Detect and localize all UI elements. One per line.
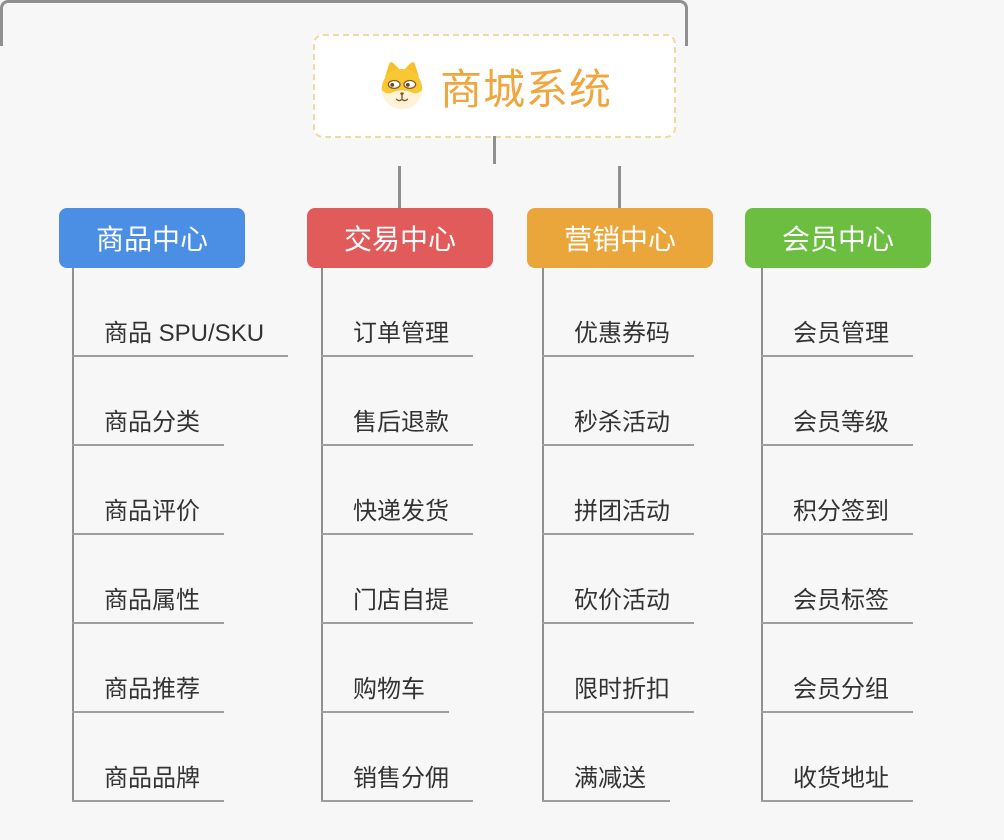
- subtopic-product-category[interactable]: 商品分类: [72, 406, 224, 446]
- subtopic-member-management[interactable]: 会员管理: [761, 317, 913, 357]
- subtopic-product-spu-sku[interactable]: 商品 SPU/SKU: [72, 317, 289, 357]
- subtopic-product-brand[interactable]: 商品品牌: [72, 762, 224, 802]
- subtopic-aftersale-refund[interactable]: 售后退款: [321, 406, 473, 446]
- connector-root-drop: [493, 136, 496, 164]
- subtopic-bargain-activity[interactable]: 砍价活动: [542, 584, 694, 624]
- subtopic-flash-sale[interactable]: 秒杀活动: [542, 406, 694, 446]
- subtopic-member-level[interactable]: 会员等级: [761, 406, 913, 446]
- subtopic-product-attribute[interactable]: 商品属性: [72, 584, 224, 624]
- subtopic-full-reduction[interactable]: 满减送: [542, 762, 670, 802]
- subtopic-product-review[interactable]: 商品评价: [72, 495, 224, 535]
- connector-drop-branch-2: [398, 166, 401, 208]
- root-topic-label: 商城系统: [439, 65, 612, 113]
- subtopic-member-group[interactable]: 会员分组: [761, 673, 913, 713]
- branch-topic-product-center[interactable]: 商品中心: [59, 208, 245, 268]
- connector-rail: [0, 0, 688, 46]
- branch-topic-trade-center[interactable]: 交易中心: [307, 208, 493, 268]
- subtopic-sales-commission[interactable]: 销售分佣: [321, 762, 473, 802]
- dog-face-icon: [377, 61, 427, 111]
- subtopic-order-management[interactable]: 订单管理: [321, 317, 473, 357]
- subtopic-limited-time-discount[interactable]: 限时折扣: [542, 673, 694, 713]
- subtopic-express-delivery[interactable]: 快递发货: [321, 495, 473, 535]
- branch-topic-marketing-center[interactable]: 营销中心: [527, 208, 713, 268]
- subtopic-member-tag[interactable]: 会员标签: [761, 584, 913, 624]
- subtopic-product-recommend[interactable]: 商品推荐: [72, 673, 224, 713]
- subtopic-points-checkin[interactable]: 积分签到: [761, 495, 913, 535]
- subtopic-coupon-code[interactable]: 优惠券码: [542, 317, 694, 357]
- connector-drop-branch-3: [618, 166, 621, 208]
- branch-topic-member-center[interactable]: 会员中心: [745, 208, 931, 268]
- subtopic-shopping-cart[interactable]: 购物车: [321, 673, 449, 713]
- subtopic-group-buy[interactable]: 拼团活动: [542, 495, 694, 535]
- root-topic[interactable]: 商城系统: [313, 34, 676, 138]
- subtopic-store-pickup[interactable]: 门店自提: [321, 584, 473, 624]
- subtopic-shipping-address[interactable]: 收货地址: [761, 762, 913, 802]
